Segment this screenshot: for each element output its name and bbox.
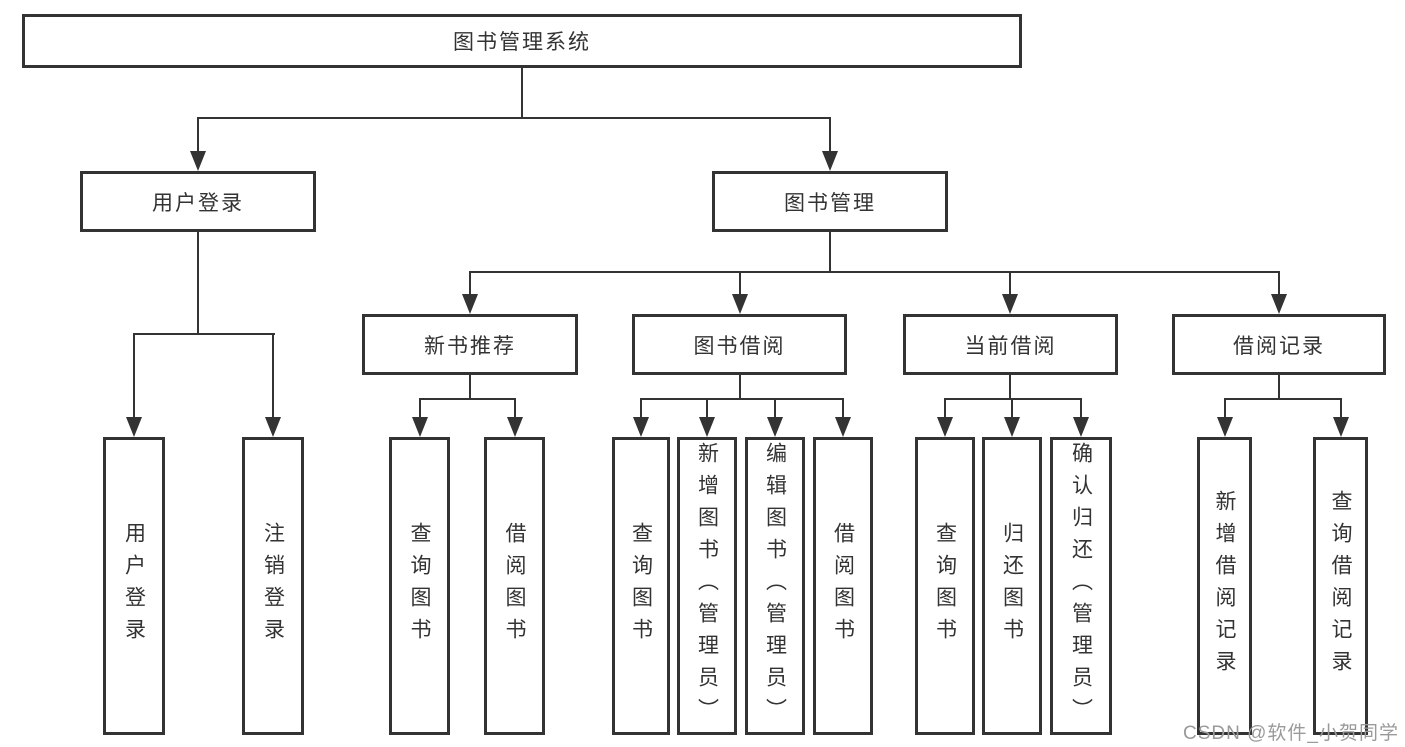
arrow-down-icon — [732, 294, 748, 314]
leaf-label: 新增借阅记录 — [1213, 490, 1236, 682]
leaf-query-books: 查询图书 — [389, 437, 450, 735]
leaf-label: 查询图书 — [933, 522, 957, 650]
connector-drop-current-borrow — [1009, 271, 1011, 299]
connector-drop-book-borrow — [739, 271, 741, 299]
leaf-query-books: 查询图书 — [915, 437, 975, 735]
connector-drop-leaf — [640, 398, 642, 419]
connector-drop-leaf — [1340, 398, 1342, 419]
node-user-login-label: 用户登录 — [152, 191, 244, 215]
connector-drop-leaf — [1011, 398, 1013, 419]
connector-new-book-bus — [419, 398, 516, 400]
leaf-label: 确认归还（管理员） — [1069, 442, 1093, 730]
leaf-borrow-books: 借阅图书 — [484, 437, 545, 735]
connector-root-bus — [197, 117, 831, 119]
arrow-down-icon — [462, 294, 478, 314]
leaf-return-books: 归还图书 — [982, 437, 1042, 735]
node-book-mgmt-label: 图书管理 — [784, 191, 876, 215]
connector-new-book-stem — [469, 374, 471, 400]
connector-drop-leaf — [1224, 398, 1226, 419]
arrow-down-icon — [767, 417, 783, 437]
node-book-borrow: 图书借阅 — [632, 314, 847, 375]
arrow-down-icon — [412, 417, 428, 437]
arrow-down-icon — [937, 417, 953, 437]
connector-user-login-bus — [133, 333, 275, 335]
connector-drop-borrow-record — [1278, 271, 1280, 299]
node-book-borrow-label: 图书借阅 — [693, 334, 786, 358]
leaf-label: 编辑图书（管理员） — [763, 442, 787, 730]
connector-book-borrow-stem — [739, 374, 741, 400]
connector-book-mgmt-stem — [829, 231, 831, 272]
arrow-down-icon — [126, 417, 142, 437]
arrow-down-icon — [190, 151, 206, 171]
connector-drop-user-login — [197, 117, 199, 153]
leaf-label: 查询图书 — [629, 522, 653, 650]
node-current-borrow: 当前借阅 — [903, 314, 1118, 375]
connector-current-borrow-bus — [944, 398, 1082, 400]
arrow-down-icon — [265, 417, 281, 437]
node-user-login: 用户登录 — [80, 171, 316, 232]
leaf-label: 借阅图书 — [503, 522, 526, 650]
arrow-down-icon — [1002, 294, 1018, 314]
leaf-logout: 注销登录 — [242, 437, 304, 735]
connector-root-stem — [521, 66, 523, 119]
arrow-down-icon — [507, 417, 523, 437]
arrow-down-icon — [633, 417, 649, 437]
arrow-down-icon — [835, 417, 851, 437]
leaf-user-login: 用户登录 — [103, 437, 165, 735]
leaf-label: 用户登录 — [122, 522, 146, 650]
arrow-down-icon — [1271, 294, 1287, 314]
arrow-down-icon — [1217, 417, 1233, 437]
node-borrow-record: 借阅记录 — [1172, 314, 1386, 375]
leaf-label: 借阅图书 — [831, 522, 855, 650]
leaf-query-books: 查询图书 — [612, 437, 670, 735]
connector-drop-leaf — [842, 398, 844, 419]
node-book-mgmt: 图书管理 — [712, 171, 948, 232]
leaf-confirm-return-admin: 确认归还（管理员） — [1050, 437, 1112, 735]
leaf-label: 新增图书（管理员） — [695, 442, 719, 730]
leaf-label: 查询图书 — [408, 522, 431, 650]
leaf-label: 查询借阅记录 — [1329, 490, 1352, 682]
csdn-watermark: CSDN @软件_小贺同学 — [1183, 723, 1399, 744]
arrow-down-icon — [699, 417, 715, 437]
connector-borrow-record-stem — [1278, 374, 1280, 400]
leaf-query-borrow-record: 查询借阅记录 — [1313, 437, 1368, 735]
connector-drop-leaf — [1080, 398, 1082, 419]
connector-current-borrow-stem — [1009, 374, 1011, 400]
leaf-label: 注销登录 — [261, 522, 285, 650]
node-new-book: 新书推荐 — [362, 314, 578, 375]
connector-drop-leaf — [706, 398, 708, 419]
connector-book-borrow-bus — [640, 398, 844, 400]
arrow-down-icon — [1073, 417, 1089, 437]
leaf-borrow-books: 借阅图书 — [813, 437, 873, 735]
arrow-down-icon — [822, 151, 838, 171]
node-borrow-record-label: 借阅记录 — [1233, 334, 1325, 358]
node-root-system: 图书管理系统 — [22, 14, 1022, 68]
connector-drop-leaf — [774, 398, 776, 419]
arrow-down-icon — [1333, 417, 1349, 437]
connector-drop-leaf — [133, 333, 135, 419]
connector-user-login-stem — [197, 231, 199, 335]
node-new-book-label: 新书推荐 — [424, 334, 516, 358]
leaf-edit-books-admin: 编辑图书（管理员） — [745, 437, 805, 735]
node-current-borrow-label: 当前借阅 — [964, 334, 1057, 358]
leaf-add-borrow-record: 新增借阅记录 — [1197, 437, 1252, 735]
connector-drop-leaf — [272, 333, 274, 419]
connector-borrow-record-bus — [1224, 398, 1342, 400]
connector-book-mgmt-bus — [469, 271, 1280, 273]
node-root-label: 图书管理系统 — [453, 31, 591, 54]
arrow-down-icon — [1004, 417, 1020, 437]
connector-drop-leaf — [419, 398, 421, 419]
leaf-label: 归还图书 — [1000, 522, 1024, 650]
connector-drop-new-book — [469, 271, 471, 299]
connector-drop-leaf — [944, 398, 946, 419]
connector-drop-leaf — [514, 398, 516, 419]
leaf-add-books-admin: 新增图书（管理员） — [677, 437, 737, 735]
connector-drop-book-mgmt — [829, 117, 831, 153]
